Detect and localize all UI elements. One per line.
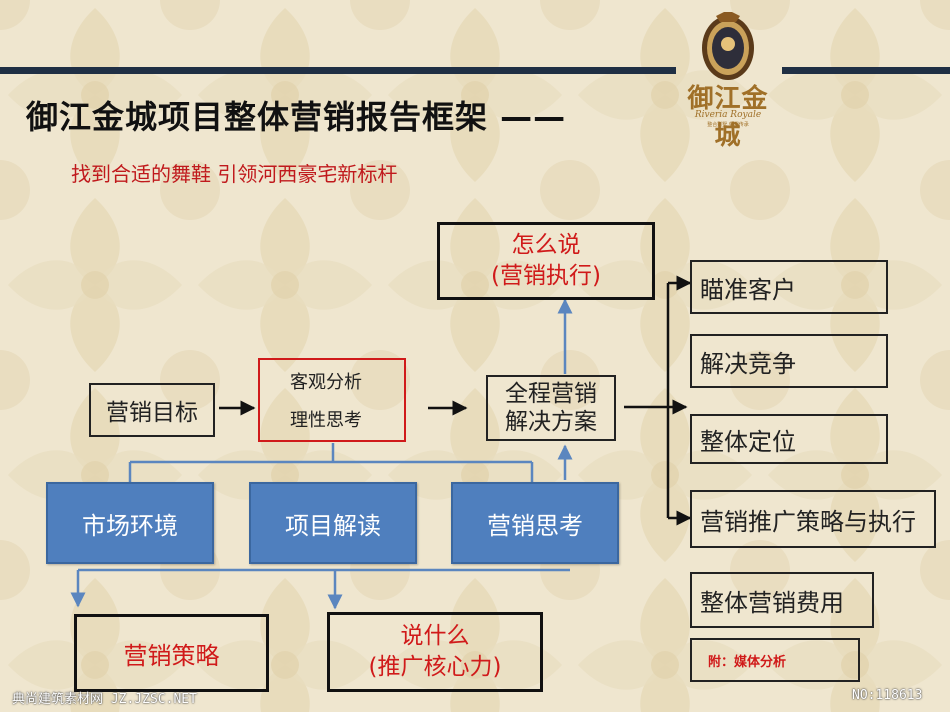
page-subtitle: 找到合适的舞鞋 引领河西豪宅新标杆 <box>71 162 398 186</box>
solution-line-2: 解决方案 <box>505 409 597 435</box>
how-line-2: (营销执行) <box>491 263 601 289</box>
solution-box: 全程营销 解决方案 <box>486 375 616 441</box>
outcome-promotion: 营销推广策略与执行 <box>690 490 936 548</box>
outcome-budget: 整体营销费用 <box>690 572 874 628</box>
how-box: 怎么说 (营销执行) <box>437 222 655 300</box>
solution-line-1: 全程营销 <box>505 381 597 407</box>
analysis-line-2: 理性思考 <box>290 410 362 431</box>
appendix-box: 附：媒体分析 <box>690 638 860 682</box>
crest-icon <box>702 12 754 80</box>
goal-box: 营销目标 <box>89 383 215 437</box>
strategy-box: 营销策略 <box>74 614 269 692</box>
page-title: 御江金城项目整体营销报告框架 —— <box>26 98 567 136</box>
input-box-marketing: 营销思考 <box>451 482 619 564</box>
top-bar-right <box>782 67 950 74</box>
top-bar-left <box>0 67 676 74</box>
analysis-box: 客观分析 理性思考 <box>258 358 406 442</box>
logo-name: 御江金城 <box>687 84 769 151</box>
watermark-text: 典尚建筑素材网 JZ.JZSC.NET <box>12 692 197 707</box>
input-box-market: 市场环境 <box>46 482 214 564</box>
outcome-competition: 解决竞争 <box>690 334 888 388</box>
black-connectors <box>219 275 692 526</box>
brand-logo: 御江金城 Riveria Royale 整合别墅 荣耀传承 <box>676 12 780 151</box>
what-line-2: (推广核心力) <box>368 654 502 680</box>
what-line-1: 说什么 <box>400 623 470 649</box>
outcome-positioning: 整体定位 <box>690 414 888 464</box>
what-box: 说什么 (推广核心力) <box>327 612 543 692</box>
logo-english: Riveria Royale <box>694 110 762 120</box>
logo-tagline: 整合别墅 荣耀传承 <box>707 122 749 128</box>
how-line-1: 怎么说 <box>511 232 581 258</box>
outcome-target-customers: 瞄准客户 <box>690 260 888 314</box>
blue-connectors <box>70 298 573 610</box>
image-number: NO:118613 <box>852 688 923 703</box>
analysis-line-1: 客观分析 <box>290 372 362 393</box>
input-box-project: 项目解读 <box>249 482 417 564</box>
